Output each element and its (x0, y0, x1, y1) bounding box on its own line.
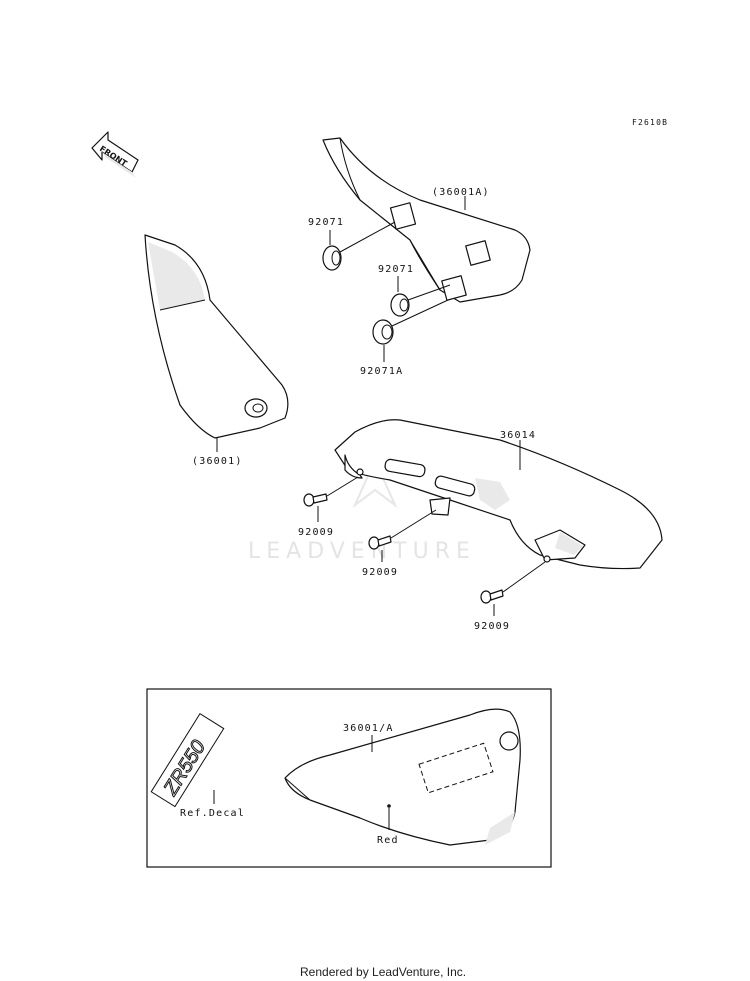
callout-92009-middle: 92009 (362, 567, 398, 578)
screw-92009-middle (368, 535, 392, 550)
inset-side-cover-36001A (284, 708, 521, 846)
label-ref-decal: Ref.Decal (180, 808, 245, 819)
watermark: LEADVENTURE (248, 457, 476, 564)
callout-36001-A-inset: 36001/A (343, 723, 394, 734)
inset-box (146, 688, 552, 868)
chain-cover-36014 (334, 419, 663, 570)
front-arrow-icon: FRONT (91, 131, 139, 178)
screw-92009-right (480, 589, 504, 604)
callout-92009-left: 92009 (298, 527, 334, 538)
side-cover-right-36001A (322, 137, 531, 303)
grommet-92071-upper (322, 245, 342, 271)
watermark-text: LEADVENTURE (248, 539, 476, 564)
grommet-92071-lower (390, 293, 410, 317)
callout-92071-lower: 92071 (378, 264, 414, 275)
grommet-92071A (372, 319, 394, 345)
callout-92071A: 92071A (360, 366, 403, 377)
footer-credit: Rendered by LeadVenture, Inc. (300, 965, 466, 979)
screw-92009-left (303, 493, 328, 507)
side-cover-left-36001 (144, 234, 289, 439)
callout-92071-upper: 92071 (308, 217, 344, 228)
callout-36014: 36014 (500, 430, 536, 441)
diagram-code: F2610B (632, 118, 668, 127)
decal-zr550: ZR550 (150, 713, 225, 808)
callout-36001: (36001) (192, 456, 243, 467)
callout-36001A: (36001A) (432, 187, 490, 198)
label-color-red: Red (377, 835, 399, 846)
callout-92009-right: 92009 (474, 621, 510, 632)
